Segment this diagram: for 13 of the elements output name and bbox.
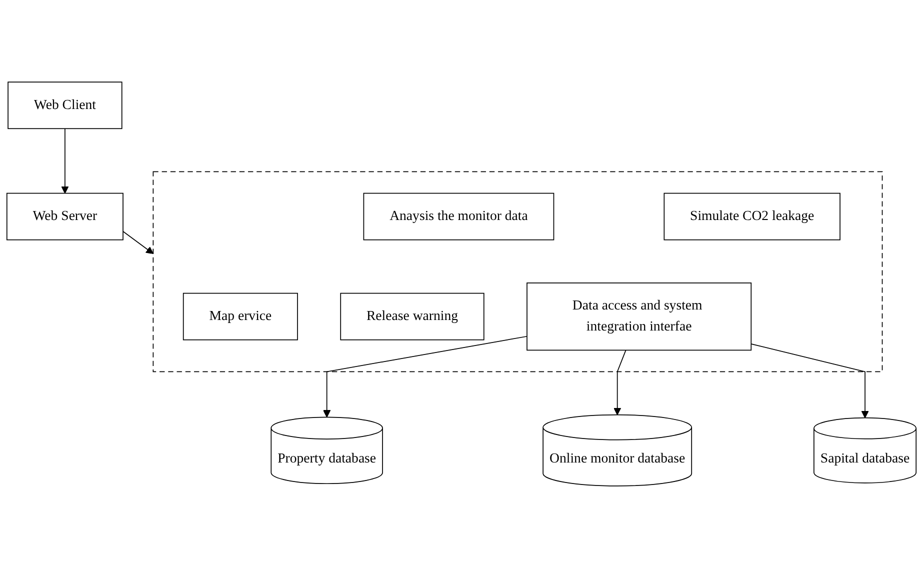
node-box: Simulate CO2 leakage bbox=[664, 192, 840, 240]
arrow bbox=[122, 230, 154, 254]
arrow bbox=[323, 336, 528, 418]
node-box: Web Client bbox=[8, 82, 122, 130]
node-box: Anaysis the monitor data bbox=[363, 192, 554, 240]
arrow bbox=[750, 344, 869, 418]
node-box: Data access and system integration interfae bbox=[526, 282, 752, 351]
arrow bbox=[61, 128, 69, 194]
node-box: Web Server bbox=[6, 192, 124, 240]
node-box: Release warning bbox=[340, 292, 484, 340]
cluster bbox=[152, 171, 883, 372]
arrow bbox=[614, 350, 626, 416]
node-box: Map ervice bbox=[182, 292, 298, 340]
